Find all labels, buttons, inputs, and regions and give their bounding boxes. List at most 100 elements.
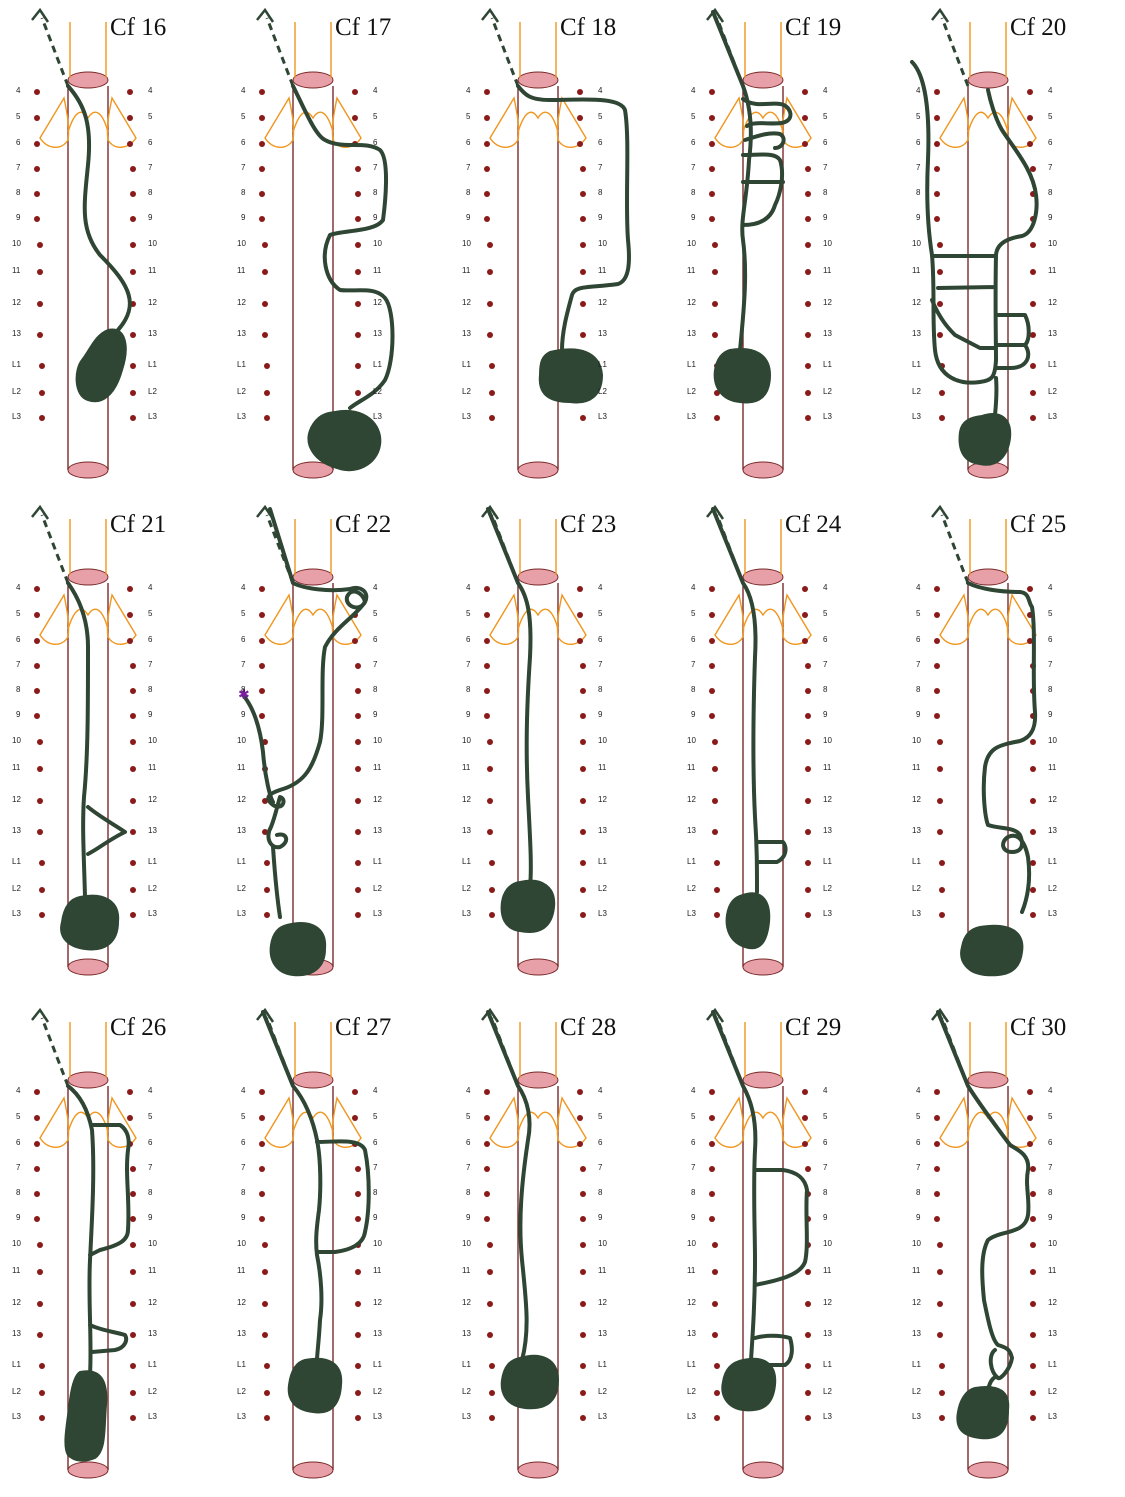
ganglion-dot-icon: [34, 688, 40, 694]
arrowhead-icon: [31, 1007, 50, 1023]
ganglion-dot-icon: [130, 191, 136, 197]
level-label-right: 10: [148, 736, 157, 745]
ganglion-dot-icon: [712, 766, 718, 772]
panel-title: Cf 16: [110, 14, 167, 41]
ganglion-dot-icon: [37, 269, 43, 275]
level-label-right: L1: [373, 360, 382, 369]
ganglion-dot-icon: [714, 1390, 720, 1396]
cord-bottom-cap: [742, 958, 784, 976]
level-label-right: 10: [373, 736, 382, 745]
ganglion-dot-icon: [130, 269, 136, 275]
panel-title: Cf 27: [335, 1014, 392, 1041]
ganglion-dot-icon: [355, 663, 361, 669]
level-label-right: 11: [823, 1266, 832, 1275]
level-label-left: L2: [912, 387, 921, 396]
cord-bottom-cap: [517, 461, 559, 479]
ganglion-dot-icon: [355, 332, 361, 338]
ganglion-dot-icon: [130, 363, 136, 369]
level-label-left: 6: [241, 635, 246, 644]
level-label-left: 5: [916, 112, 921, 121]
ganglion-dot-icon: [34, 1115, 40, 1121]
level-label-left: 7: [16, 660, 21, 669]
ganglion-dot-icon: [934, 115, 940, 121]
cord-top-cap: [517, 1071, 559, 1089]
level-label-left: L3: [687, 1412, 696, 1421]
ganglion-dot-icon: [355, 739, 361, 745]
ganglion-dot-icon: [484, 191, 490, 197]
level-label-right: L3: [823, 1412, 832, 1421]
ganglion-dot-icon: [805, 242, 811, 248]
ganglion-dot-icon: [934, 216, 940, 222]
ganglion-dot-icon: [709, 1089, 715, 1095]
level-label-left: 6: [916, 1138, 921, 1147]
ganglion-dot-icon: [580, 415, 586, 421]
level-label-left: 9: [241, 213, 246, 222]
ganglion-mass-icon: [725, 892, 771, 950]
level-label-left: 9: [241, 1213, 246, 1222]
level-label-right: 12: [1048, 1298, 1057, 1307]
level-label-right: 12: [598, 298, 607, 307]
arrowhead-icon: [256, 1007, 275, 1023]
level-label-right: 5: [1048, 609, 1053, 618]
cord-bottom-cap: [517, 1461, 559, 1479]
level-label-right: L2: [373, 884, 382, 893]
level-label-left: 12: [462, 1298, 471, 1307]
nerve-path: [936, 1010, 1031, 1392]
panel-title: Cf 20: [1010, 14, 1067, 41]
ganglion-dot-icon: [127, 115, 133, 121]
ganglion-dot-icon: [37, 1269, 43, 1275]
nerve-path: [261, 1010, 371, 1362]
level-label-right: 7: [1048, 1163, 1053, 1172]
level-label-left: L3: [687, 412, 696, 421]
root-left-funnel: [714, 1096, 745, 1148]
level-label-right: L2: [373, 387, 382, 396]
level-label-right: 13: [823, 1329, 832, 1338]
level-label-right: 4: [148, 1086, 153, 1095]
ganglion-dot-icon: [484, 166, 490, 172]
ganglion-dot-icon: [1030, 1390, 1036, 1396]
level-label-left: 12: [237, 795, 246, 804]
root-left-funnel: [39, 1096, 70, 1148]
root-right-funnel: [781, 593, 812, 645]
ganglion-dot-icon: [487, 1332, 493, 1338]
level-label-right: 11: [373, 266, 382, 275]
ganglion-dot-icon: [937, 739, 943, 745]
ganglion-dot-icon: [355, 713, 361, 719]
level-label-right: 6: [373, 1138, 378, 1147]
level-label-left: L1: [687, 857, 696, 866]
ganglion-dot-icon: [1030, 390, 1036, 396]
ganglion-dot-icon: [939, 860, 945, 866]
level-label-left: L2: [462, 1387, 471, 1396]
ganglion-dot-icon: [934, 1089, 940, 1095]
ganglion-dot-icon: [484, 1191, 490, 1197]
level-label-left: 13: [12, 1329, 21, 1338]
level-label-right: 12: [148, 795, 157, 804]
level-label-right: 5: [148, 609, 153, 618]
ganglion-dot-icon: [709, 1191, 715, 1197]
level-label-right: 10: [598, 1239, 607, 1248]
level-label-left: 9: [916, 710, 921, 719]
level-label-left: 4: [916, 86, 921, 95]
level-label-right: 9: [148, 1213, 153, 1222]
level-label-left: 7: [241, 163, 246, 172]
level-label-left: 12: [687, 795, 696, 804]
ganglion-dot-icon: [127, 1089, 133, 1095]
ganglion-dot-icon: [805, 829, 811, 835]
ganglion-dot-icon: [802, 1089, 808, 1095]
level-label-right: 7: [823, 1163, 828, 1172]
cord-top-cap: [517, 568, 559, 586]
ganglion-dot-icon: [130, 1415, 136, 1421]
level-label-right: 13: [373, 826, 382, 835]
ganglion-dot-icon: [802, 612, 808, 618]
level-label-right: 5: [373, 112, 378, 121]
ganglion-dot-icon: [580, 1216, 586, 1222]
root-left-funnel: [489, 1096, 520, 1148]
level-label-left: 11: [687, 1266, 696, 1275]
ganglion-dot-icon: [939, 912, 945, 918]
level-label-left: 8: [241, 1188, 246, 1197]
level-label-left: 7: [466, 660, 471, 669]
ganglion-dot-icon: [37, 798, 43, 804]
level-label-left: 13: [912, 1329, 921, 1338]
level-label-left: 12: [12, 298, 21, 307]
